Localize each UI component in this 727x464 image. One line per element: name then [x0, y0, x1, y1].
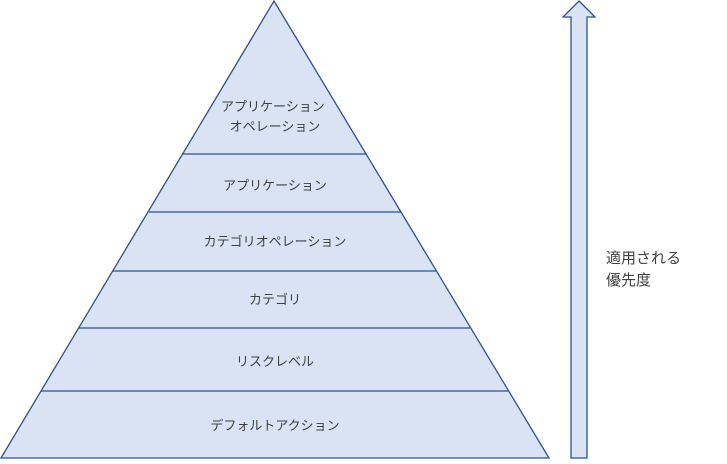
layer-label-default-action: デフォルトアクション [210, 418, 339, 434]
pyramid: アプリケーション オペレーション アプリケーション カテゴリオペレーション カテ… [0, 0, 551, 459]
layer-label-line: オペレーション [230, 120, 321, 135]
priority-up-arrow-icon [561, 0, 597, 459]
pyramid-body [0, 0, 551, 459]
layer-label-line: アプリケーション [221, 100, 325, 115]
layer-label-category-operation: カテゴリオペレーション [204, 234, 347, 250]
layer-label-risk-level: リスクレベル [236, 355, 314, 370]
priority-label-line: 適用される [606, 249, 682, 267]
priority-label: 適用される 優先度 [606, 247, 716, 291]
layer-label-application: アプリケーション [223, 179, 327, 194]
layer-label-application-operation: アプリケーション オペレーション [221, 100, 329, 135]
layer-label-category: カテゴリ [249, 292, 301, 308]
priority-label-line: 優先度 [606, 271, 652, 289]
